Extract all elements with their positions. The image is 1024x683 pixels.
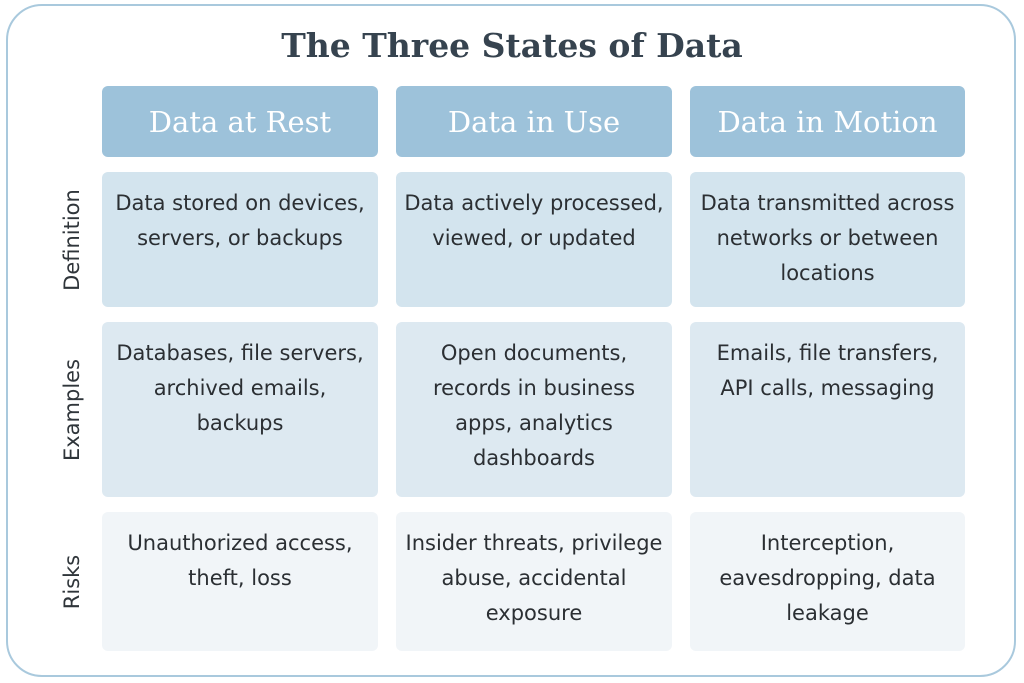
row-label-risks: Risks [60, 554, 84, 610]
row-label-examples: Examples [60, 358, 84, 462]
column-header-data-in-use: Data in Use [396, 86, 672, 157]
definition-data-in-motion: Data transmitted across networks or betw… [690, 172, 965, 307]
examples-data-in-motion: Emails, file transfers, API calls, messa… [690, 322, 965, 497]
risks-data-at-rest: Unauthorized access, theft, loss [102, 512, 378, 651]
column-header-data-at-rest: Data at Rest [102, 86, 378, 157]
examples-data-at-rest: Databases, file servers, archived emails… [102, 322, 378, 497]
risks-data-in-motion: Interception, eavesdropping, data leakag… [690, 512, 965, 651]
row-label-definition: Definition [60, 189, 84, 291]
column-header-data-in-motion: Data in Motion [690, 86, 965, 157]
definition-data-at-rest: Data stored on devices, servers, or back… [102, 172, 378, 307]
definition-data-in-use: Data actively processed, viewed, or upda… [396, 172, 672, 307]
diagram-title: The Three States of Data [281, 26, 743, 65]
risks-data-in-use: Insider threats, privilege abuse, accide… [396, 512, 672, 651]
examples-data-in-use: Open documents, records in business apps… [396, 322, 672, 497]
